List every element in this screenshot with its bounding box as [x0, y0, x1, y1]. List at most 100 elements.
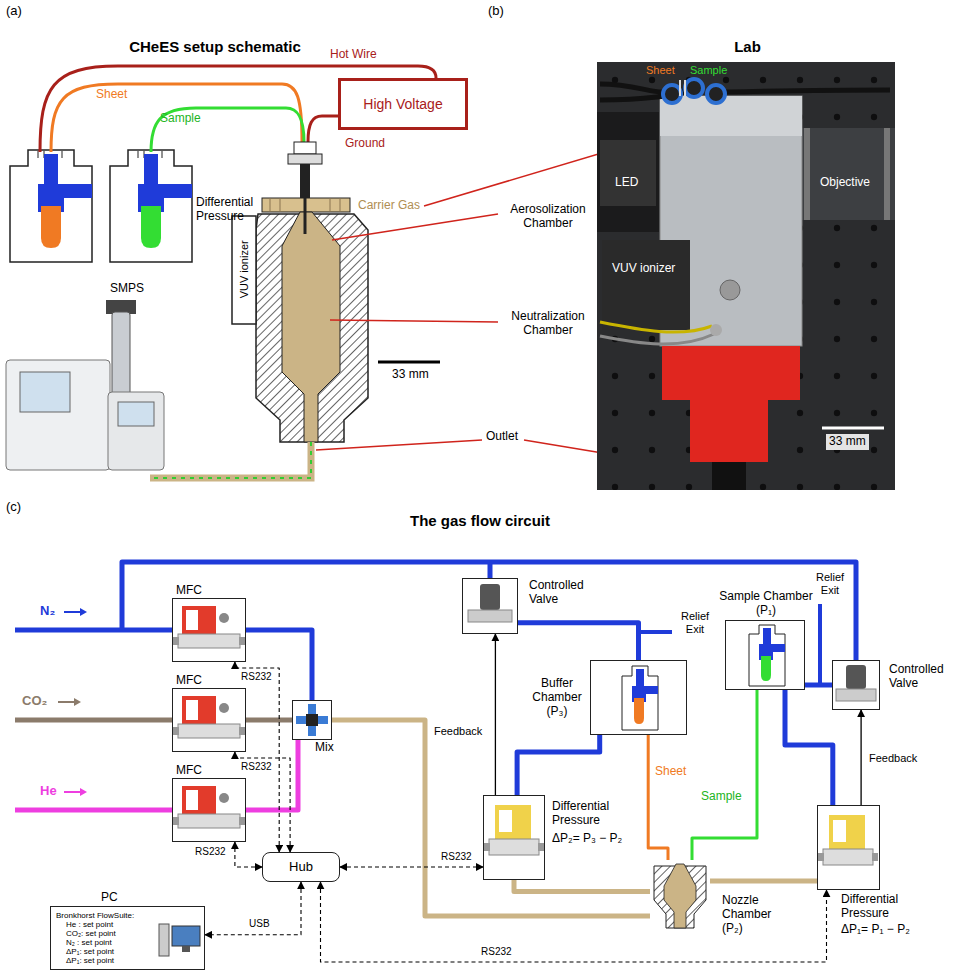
- edge-label: Sheet: [654, 765, 687, 778]
- node-label: MFC: [176, 674, 202, 688]
- hub-box: Hub: [262, 852, 340, 882]
- gas-line: [332, 720, 650, 916]
- signal-line: [340, 866, 483, 867]
- ches-device: [150, 142, 440, 478]
- annotation-label: Differential Pressure: [196, 196, 262, 224]
- node-label: Differential Pressure: [841, 893, 931, 921]
- edge-label: RS232: [480, 946, 513, 957]
- annotation-label: Sample: [690, 64, 727, 77]
- annotation-label: (a): [6, 4, 22, 19]
- node-label: Hub: [289, 860, 313, 875]
- node-label: ΔP₁: set point: [56, 956, 158, 965]
- annotation-label: Outlet: [486, 430, 518, 444]
- edge-label: Sample: [700, 790, 743, 803]
- annotation-label: LED: [615, 176, 638, 190]
- high-voltage-box: High Voltage: [338, 78, 468, 130]
- annotation-label: The gas flow circuit: [300, 512, 660, 529]
- signal-line: [235, 662, 279, 852]
- annotation-label: Relief Exit: [811, 571, 849, 596]
- annotation-label: Hot Wire: [330, 48, 377, 62]
- signal-line: [205, 882, 301, 935]
- gas-line: [246, 718, 292, 723]
- annotation-label: N₂: [40, 604, 55, 619]
- gas-line: [805, 683, 832, 688]
- annotation-label: Neutralization Chamber: [500, 310, 596, 338]
- controlled-valve: Controlled Valve: [462, 578, 518, 634]
- node-label: Differential Pressure: [552, 800, 642, 828]
- node-label: Controlled Valve: [529, 579, 593, 607]
- lab-photo: [597, 62, 895, 490]
- node-label: He : set point: [56, 920, 158, 929]
- node-label: ΔP₂= P₃ − P₂: [552, 832, 622, 846]
- node-label: ΔP₁= P₁ − P₂: [841, 923, 910, 937]
- annotation-label: Sheet: [646, 64, 675, 77]
- annotation-label: Sample: [160, 112, 201, 126]
- buffer-chamber: Buffer Chamber (P₃): [590, 660, 687, 735]
- device-icons: [159, 584, 878, 956]
- gas-line: [785, 690, 833, 805]
- node-label: Nozzle Chamber (P₂): [722, 894, 782, 935]
- mixer-tee: Mix: [292, 700, 332, 740]
- node-label: ΔP₁: set point: [56, 947, 158, 956]
- gas-line: [517, 735, 600, 795]
- annotation-label: (c): [6, 500, 21, 515]
- edge-label: Feedback: [868, 752, 918, 764]
- node-label: Sample Chamber (P₁): [711, 590, 821, 618]
- node-label: MFC: [176, 764, 202, 778]
- edge-label: RS232: [240, 761, 273, 772]
- annotation-label: Aerosolization Chamber: [500, 203, 596, 231]
- node-label: Controlled Valve: [889, 663, 951, 691]
- annotation-label: CHeES setup schematic: [60, 38, 370, 55]
- annotation-label: Relief Exit: [676, 610, 714, 635]
- annotation-label: (b): [488, 4, 504, 19]
- differential-pressure-meter: Differential PressureΔP₁= P₁ − P₂: [817, 805, 880, 890]
- node-label: Mix: [315, 741, 334, 755]
- sample-chamber: Sample Chamber (P₁): [725, 620, 805, 690]
- pc-box: PCBronkhorst FlowSuite:He : set pointCO₂…: [50, 906, 205, 970]
- edge-label: Feedback: [433, 725, 483, 737]
- annotation-label: He: [40, 784, 57, 799]
- differential-pressure-meter: Differential PressureΔP₂= P₃ − P₂: [483, 795, 545, 880]
- annotation-label: VUV ionizer: [612, 262, 675, 276]
- gas-line: [648, 735, 668, 860]
- annotation-label: Carrier Gas: [358, 199, 420, 213]
- signal-line: [235, 842, 262, 867]
- annotation-label: Sheet: [96, 88, 127, 102]
- edge-label: RS232: [440, 851, 473, 862]
- mass-flow-controller: MFC: [172, 688, 246, 752]
- node-label: N₂ : set point: [56, 938, 158, 947]
- annotation-label: CO₂: [22, 694, 47, 709]
- node-label: Buffer Chamber (P₃): [529, 677, 585, 718]
- edge-label: RS232: [240, 671, 273, 682]
- annotation-label: 33 mm: [826, 434, 869, 450]
- annotation-label: 33 mm: [392, 368, 429, 382]
- mass-flow-controller: MFC: [172, 778, 246, 842]
- edge-label: RS232: [194, 846, 227, 857]
- node-label: CO₂: set point: [56, 929, 158, 938]
- node-label: PC: [101, 891, 118, 905]
- node-label: High Voltage: [363, 96, 442, 112]
- gas-line: [692, 690, 757, 860]
- annotation-label: Objective: [820, 176, 870, 190]
- annotation-label: SMPS: [110, 282, 144, 296]
- node-label: MFC: [176, 584, 202, 598]
- gas-line: [860, 710, 861, 805]
- gas-line: [495, 634, 496, 795]
- nozzle-chamber: Nozzle Chamber (P₂): [650, 860, 710, 930]
- controlled-valve: Controlled Valve: [832, 660, 880, 710]
- node-label: Bronkhorst FlowSuite:: [56, 911, 158, 920]
- annotation-label: Lab: [600, 38, 895, 55]
- mass-flow-controller: MFC: [172, 598, 246, 662]
- gas-line: [518, 623, 639, 660]
- annotation-label: Ground: [345, 137, 385, 151]
- gas-line: [514, 880, 650, 892]
- annotation-label: VUV ionizer: [238, 239, 251, 299]
- gas-line: [710, 879, 817, 884]
- chamber-icons: [10, 150, 192, 262]
- gas-supply-lines: [15, 562, 856, 810]
- smps-instrument: [6, 300, 164, 470]
- signal-line: [235, 752, 290, 852]
